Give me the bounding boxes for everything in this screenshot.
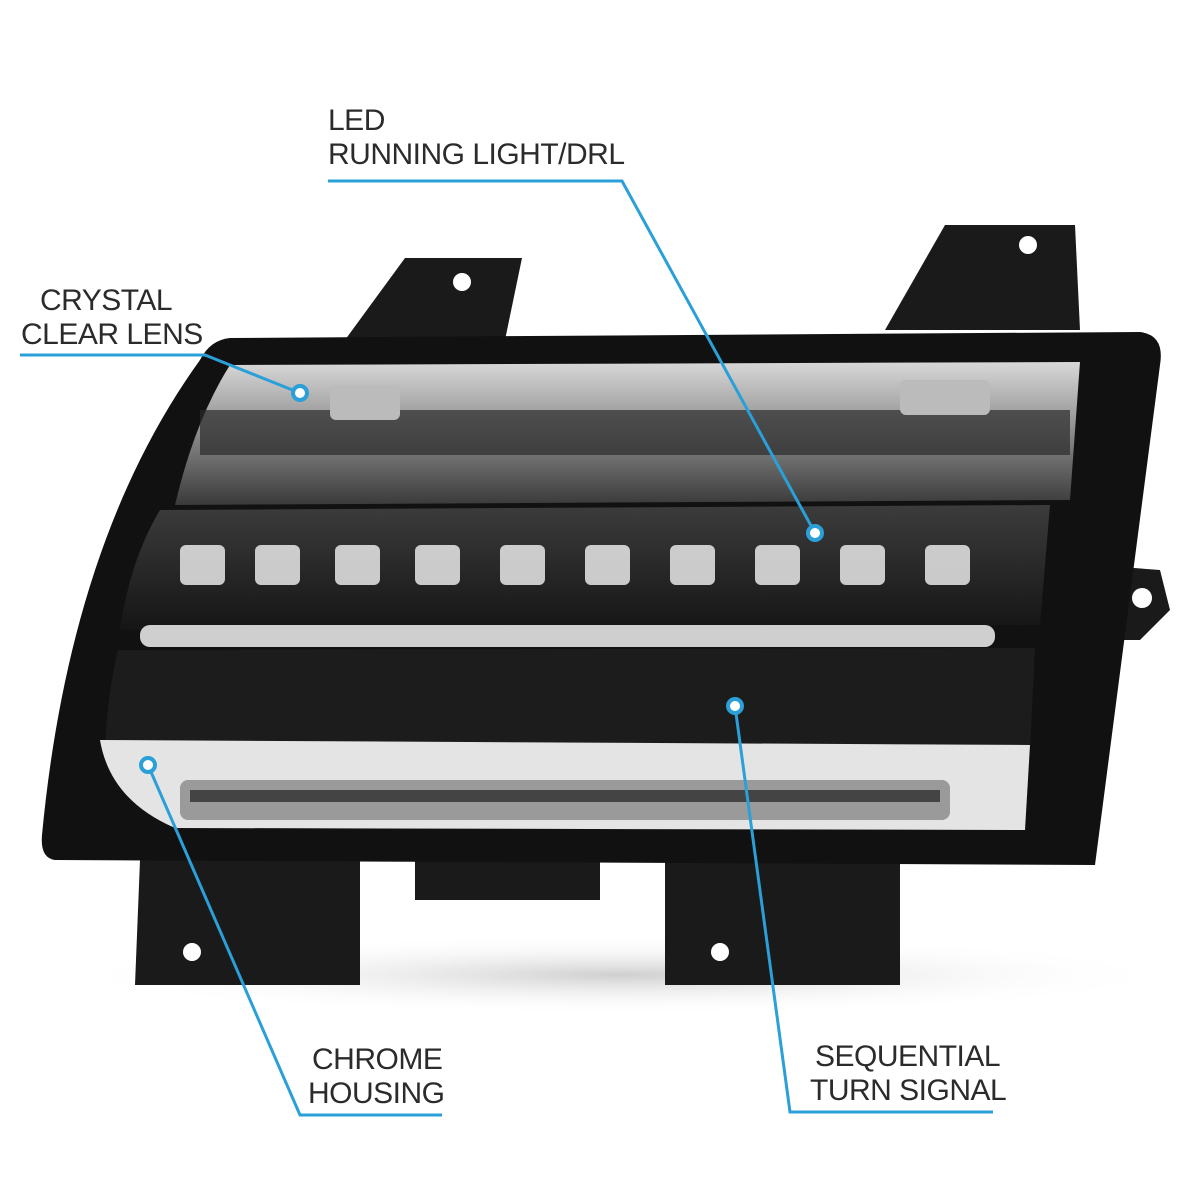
lens-label-line1: CRYSTAL	[40, 284, 173, 317]
lens-callout-line	[20, 353, 301, 395]
housing-callout-line	[146, 764, 442, 1117]
turn-signal-section	[105, 648, 1035, 750]
top-right-bracket	[885, 225, 1080, 330]
turn-callout-dot	[726, 697, 744, 715]
bottom-left-bracket	[135, 860, 360, 985]
drl-label-line1: LED	[328, 104, 385, 137]
top-left-bracket	[345, 258, 522, 340]
drl-label-line2: RUNNING LIGHT/DRL	[328, 138, 625, 171]
drl-callout-label: LED RUNNING LIGHT/DRL	[328, 104, 625, 172]
turn-label-line1: SEQUENTIAL	[815, 1040, 1001, 1073]
housing-label-line2: HOUSING	[308, 1077, 445, 1110]
housing-label-line1: CHROME	[312, 1043, 443, 1076]
bottom-right-bracket	[665, 860, 900, 985]
turn-callout-label: SEQUENTIAL TURN SIGNAL	[810, 1040, 1007, 1108]
drl-callout-line	[328, 179, 817, 534]
turn-callout-line	[733, 705, 993, 1114]
light-bar	[140, 625, 995, 647]
housing-callout-label: CHROME HOUSING	[308, 1043, 445, 1111]
lens-callout-dot	[291, 384, 309, 402]
turn-label-line2: TURN SIGNAL	[810, 1074, 1007, 1107]
housing-callout-dot	[139, 756, 157, 774]
drl-callout-dot	[806, 524, 824, 542]
lens-label-line2: CLEAR LENS	[21, 318, 203, 351]
lens-callout-label: CRYSTAL CLEAR LENS	[21, 284, 203, 352]
